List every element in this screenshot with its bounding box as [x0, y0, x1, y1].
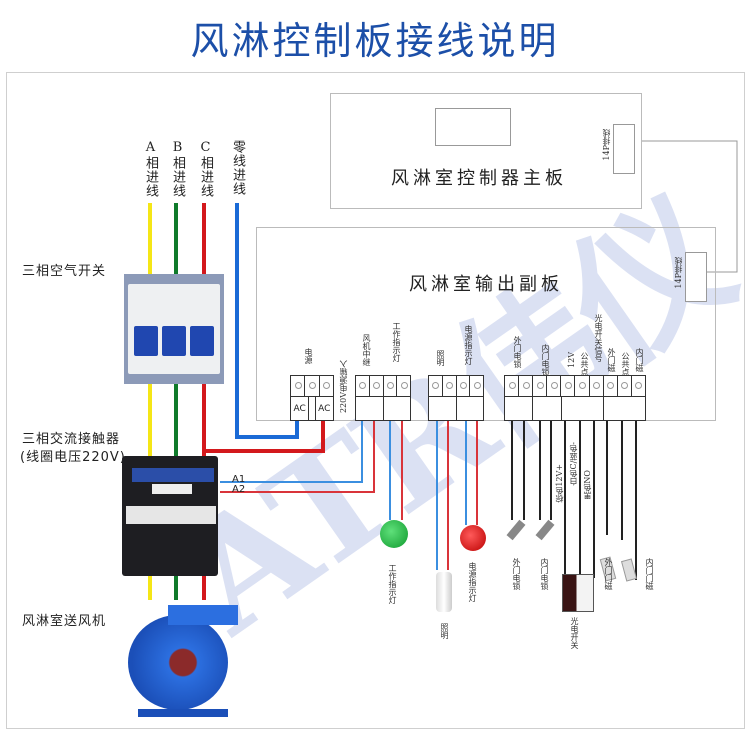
outer-magnet-shape	[599, 556, 617, 582]
power-indicator-lamp	[460, 525, 486, 551]
inner-lock-label: 内门电锁	[540, 558, 549, 590]
photoelectric-switch	[562, 574, 594, 612]
terminal-label-inner-lock: 内门电锁	[541, 344, 550, 376]
contactor-label: 三相交流接触器	[22, 432, 121, 447]
page-title: 风淋控制板接线说明	[190, 19, 560, 63]
signal-wires	[511, 420, 637, 580]
terminal-block-fan-worklamp	[355, 375, 411, 421]
terminal-label-photo-signal: 光电开关信号	[594, 314, 603, 362]
work-indicator-lamp	[380, 520, 408, 548]
three-phase-breaker	[124, 274, 224, 384]
terminal-label-work-lamp: 工作指示灯	[392, 322, 401, 362]
outer-lock-shape	[506, 519, 526, 541]
blower-fan	[118, 605, 238, 723]
ac-right-label: AC	[318, 403, 331, 414]
contactor-voltage-label: (线圈电压220V)	[20, 450, 126, 465]
terminal-block-lighting-powerlamp	[428, 375, 484, 421]
neutral-label: 零线进线	[230, 140, 245, 196]
terminal-label-inner-magnet: 内门磁	[635, 348, 644, 372]
sensor-wire-black-label: 黑色NO	[583, 470, 592, 500]
sensor-wire-white-label: 白色C/蓝色-	[569, 442, 578, 486]
live-wire	[204, 420, 325, 453]
output-board: 风淋室输出副板 14P排线	[256, 227, 716, 421]
phase-b-label: B相进线	[170, 140, 185, 198]
phase-c-label: C相进线	[198, 140, 213, 198]
terminal-block-power: AC AC	[290, 375, 334, 421]
output-board-connector-label: 14P排线	[674, 257, 683, 289]
terminal-label-power-lamp: 电源指示灯	[464, 325, 473, 365]
sensor-wire-brown-label: 棕色12V+	[555, 464, 564, 503]
main-board-connector-label: 14P排线	[602, 129, 611, 161]
terminal-label-common-2: 公共点	[621, 352, 630, 376]
terminal-label-220v-input: 220V电源输入	[339, 360, 348, 414]
terminal-label-outer-lock: 外门电锁	[513, 336, 522, 368]
terminal-label-outer-magnet: 外门磁	[607, 348, 616, 372]
photo-switch-label: 光电开关	[570, 617, 579, 649]
main-board-title: 风淋室控制器主板	[391, 168, 567, 189]
outer-lock-label: 外门电锁	[512, 558, 521, 590]
power-lamp-label: 电源指示灯	[468, 562, 477, 602]
output-board-title: 风淋室输出副板	[409, 274, 563, 295]
terminal-label-12v: 12V	[567, 352, 576, 368]
terminal-label-fan-relay: 风机中继	[362, 334, 371, 366]
work-lamp-label: 工作指示灯	[388, 564, 397, 604]
coil-a2-label: A2	[232, 484, 246, 495]
coil-a1-label: A1	[232, 474, 246, 485]
terminal-block-signals	[504, 375, 646, 421]
terminal-label-power: 电源	[304, 348, 313, 364]
breaker-label: 三相空气开关	[22, 264, 107, 279]
inner-magnet-label: 内门门磁	[645, 558, 654, 590]
main-board-display	[435, 108, 511, 146]
terminal-label-lighting: 照明	[436, 350, 445, 366]
neutral-wire	[235, 203, 299, 439]
coil-a2-wire	[220, 420, 375, 493]
diagram-frame	[6, 72, 745, 729]
terminal-label-common-1: 公共点	[580, 352, 589, 376]
phase-a-label: A相进线	[143, 140, 158, 198]
fan-label: 风淋室送风机	[22, 614, 107, 629]
inner-lock-shape	[535, 519, 555, 541]
outer-magnet-label: 外门门磁	[604, 558, 613, 590]
main-board: 风淋室控制器主板 14P排线	[330, 93, 642, 209]
lighting-bulb	[436, 572, 452, 612]
output-board-connector: 14P排线	[674, 252, 707, 302]
ac-left-label: AC	[291, 397, 310, 420]
lighting-label: 照明	[440, 623, 449, 639]
ribbon-cable	[639, 140, 738, 273]
ac-contactor	[112, 448, 222, 578]
coil-a1-wire	[220, 420, 363, 483]
inner-magnet-shape	[620, 558, 638, 582]
main-board-connector: 14P排线	[602, 124, 635, 174]
